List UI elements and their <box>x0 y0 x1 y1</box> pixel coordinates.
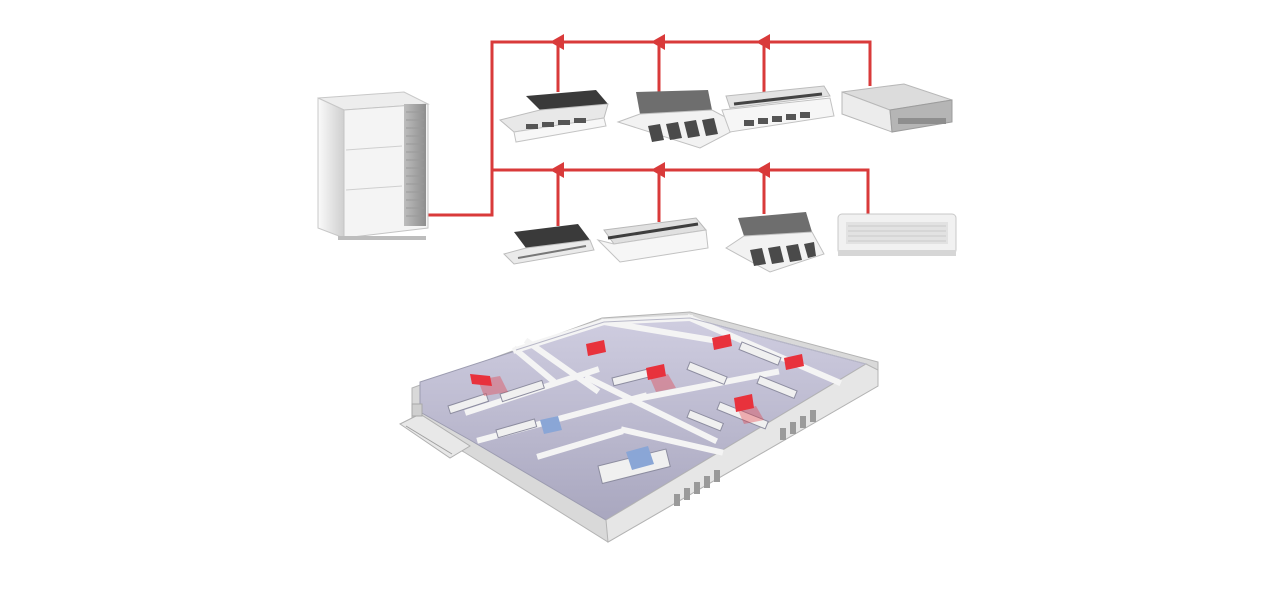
branch-pipe <box>492 170 868 214</box>
cassette-dark-icon <box>500 90 608 142</box>
cassette-grille-icon <box>726 212 824 272</box>
wall-mounted-icon <box>838 214 956 256</box>
ceiling-suspended-icon <box>722 86 834 132</box>
ducted-unit-icon <box>842 84 952 132</box>
refrigerant-piping <box>428 42 870 226</box>
slim-cassette-icon <box>598 218 708 262</box>
outdoor-condenser-icon <box>318 92 428 240</box>
office-floorplan-icon <box>400 312 878 542</box>
cassette-compact-icon <box>504 224 594 264</box>
cassette-grille-icon <box>618 90 742 148</box>
